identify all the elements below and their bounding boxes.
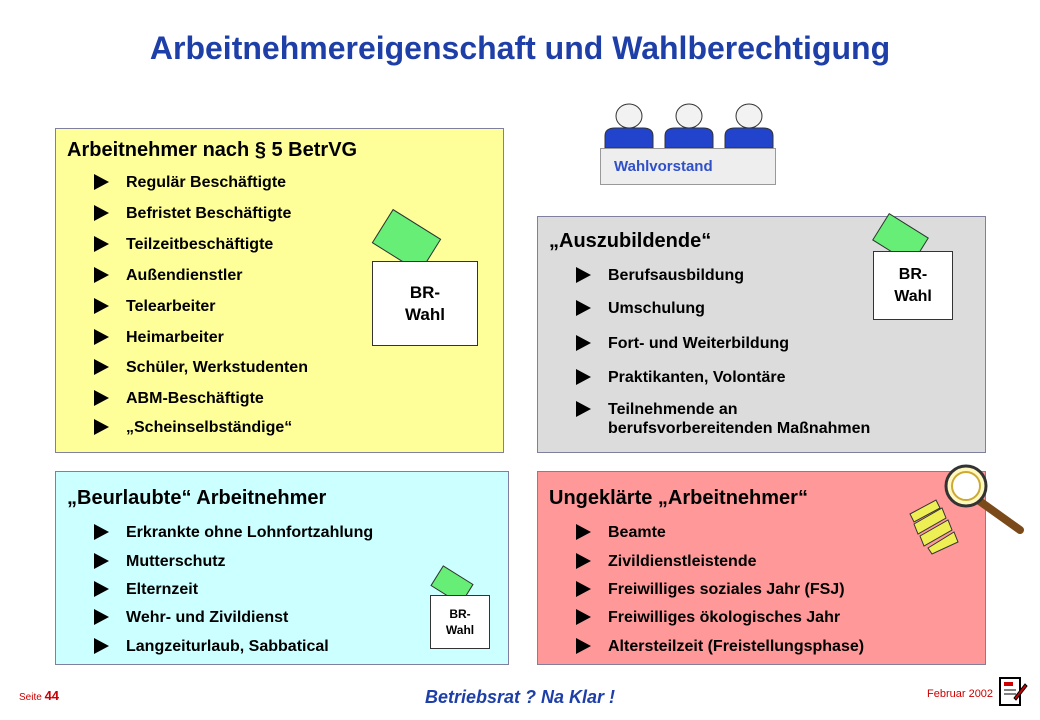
employees-title: Arbeitnehmer nach § 5 BetrVG [67, 139, 358, 161]
unclear-panel: Ungeklärte „Arbeitnehmer“ Beamte Zivildi… [537, 471, 986, 665]
list-item: Altersteilzeit (Freistellungsphase) [574, 637, 864, 656]
list-item: Heimarbeiter [92, 328, 224, 347]
bullet-arrow-icon [574, 299, 592, 317]
unclear-title: Ungeklärte „Arbeitnehmer“ [549, 487, 808, 509]
list-item: ABM-Beschäftigte [92, 389, 264, 408]
bullet-arrow-icon [574, 523, 592, 541]
list-item-line2: berufsvorbereitenden Maßnahmen [608, 420, 871, 437]
bullet-arrow-icon [574, 637, 592, 655]
wahlvorstand-label: Wahlvorstand [600, 148, 776, 185]
ballot-box-icon: BR-Wahl [371, 208, 482, 347]
ballot-label-line2: Wahl [405, 304, 445, 324]
bullet-arrow-icon [92, 328, 110, 346]
list-item: Freiwilliges ökologisches Jahr [574, 608, 840, 627]
magnifier-icon [909, 464, 1024, 555]
list-item: Fort- und Weiterbildung [574, 334, 789, 353]
ballot-box-icon: BR- Wahl [872, 212, 958, 321]
list-item: Erkrankte ohne Lohnfortzahlung [92, 523, 373, 542]
list-item: Praktikanten, Volontäre [574, 368, 786, 387]
list-item: Teilnehmende an berufsvorbereitenden Maßn… [574, 400, 870, 438]
bullet-arrow-icon [574, 608, 592, 626]
trainees-title: „Auszubildende“ [549, 230, 712, 252]
bullet-arrow-icon [574, 266, 592, 284]
bullet-arrow-icon [92, 204, 110, 222]
bullet-arrow-icon [92, 173, 110, 191]
ballot-label-line2: Wahl [894, 287, 932, 305]
list-item: Telearbeiter [92, 297, 216, 316]
list-item: Beamte [574, 523, 666, 542]
list-item: Außendienstler [92, 266, 242, 285]
list-item-line1: Teilnehmende an [608, 401, 738, 418]
employees-panel: Arbeitnehmer nach § 5 BetrVG Regulär Bes… [55, 128, 504, 453]
list-item: Mutterschutz [92, 552, 226, 571]
list-item: Elternzeit [92, 580, 198, 599]
list-item: „Scheinselbständige“ [92, 418, 292, 437]
list-item: Langzeiturlaub, Sabbatical [92, 637, 329, 656]
ballot-label-line1: BR- [898, 265, 928, 283]
leave-title: „Beurlaubte“ Arbeitnehmer [67, 487, 327, 509]
page-number: Seite 44 [19, 688, 60, 703]
bullet-arrow-icon [92, 235, 110, 253]
list-item: Berufsausbildung [574, 266, 744, 285]
bullet-arrow-icon [574, 552, 592, 570]
list-item: Regulär Beschäftigte [92, 173, 286, 192]
bullet-arrow-icon [92, 358, 110, 376]
people-icon [604, 103, 774, 148]
bullet-arrow-icon [574, 400, 592, 418]
bullet-arrow-icon [92, 637, 110, 655]
footer-date: Februar 2002 [927, 688, 994, 700]
bullet-arrow-icon [92, 266, 110, 284]
footer-slogan: Betriebsrat ? Na Klar ! [424, 687, 616, 707]
ballot-label-line1: BR- [449, 607, 471, 621]
list-item: Freiwilliges soziales Jahr (FSJ) [574, 580, 845, 599]
ballot-box-icon: BR- Wahl [430, 565, 494, 650]
list-item: Umschulung [574, 299, 705, 318]
list-item: Befristet Beschäftigte [92, 204, 291, 223]
list-item: Wehr- und Zivildienst [92, 608, 288, 627]
bullet-arrow-icon [92, 523, 110, 541]
ballot-label-line2: Wahl [445, 623, 475, 637]
bullet-arrow-icon [92, 580, 110, 598]
document-icon [999, 677, 1028, 706]
ballot-label-line1: BR- [409, 282, 441, 302]
leave-panel: „Beurlaubte“ Arbeitnehmer Erkrankte ohne… [55, 471, 509, 665]
bullet-arrow-icon [574, 580, 592, 598]
bullet-arrow-icon [574, 368, 592, 386]
list-item: Schüler, Werkstudenten [92, 358, 308, 377]
bullet-arrow-icon [92, 418, 110, 436]
page-title: Arbeitnehmereigenschaft und Wahlberechti… [149, 30, 891, 66]
bullet-arrow-icon [92, 608, 110, 626]
bullet-arrow-icon [92, 389, 110, 407]
list-item: Zivildienstleistende [574, 552, 756, 571]
trainees-panel: „Auszubildende“ Berufsausbildung Umschul… [537, 212, 986, 453]
bullet-arrow-icon [92, 297, 110, 315]
bullet-arrow-icon [574, 334, 592, 352]
bullet-arrow-icon [92, 552, 110, 570]
list-item: Teilzeitbeschäftigte [92, 235, 273, 254]
